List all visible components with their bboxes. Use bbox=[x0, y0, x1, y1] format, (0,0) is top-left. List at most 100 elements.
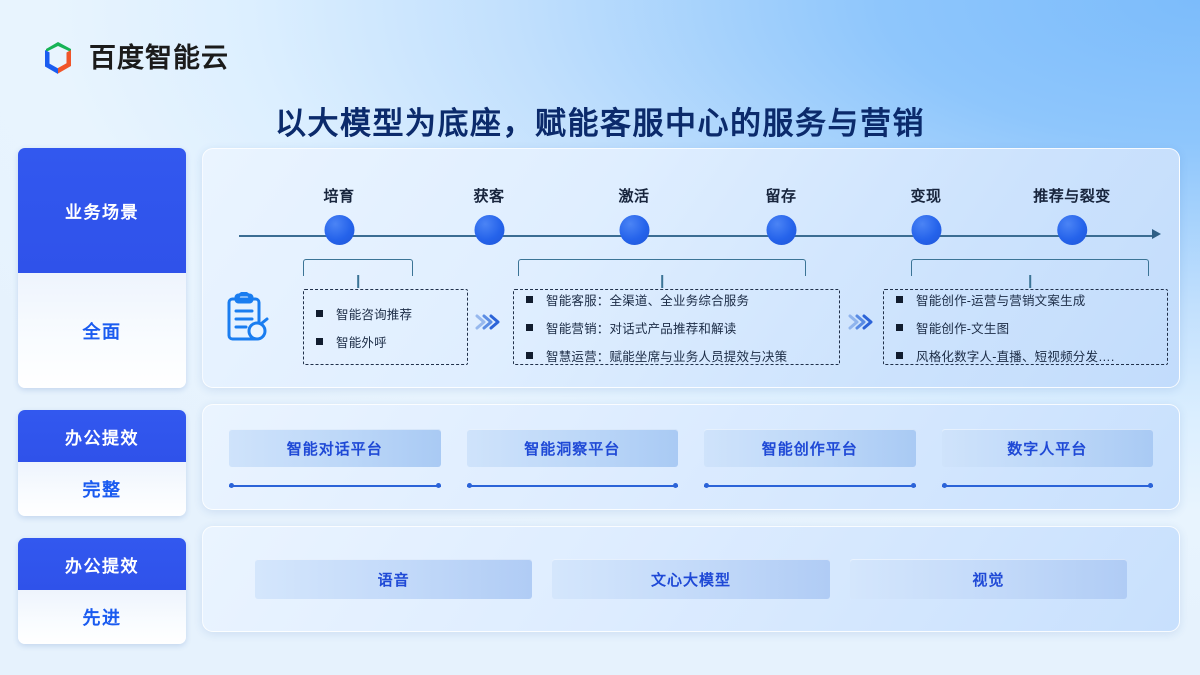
list-item: 智能创作-文生图 bbox=[896, 318, 1153, 337]
scenario-group-1: 智能客服：全渠道、全业务综合服务 智能营销：对话式产品推荐和解读 智慧运营：赋能… bbox=[513, 289, 840, 365]
platform-rule bbox=[229, 483, 441, 488]
timeline-node-0[interactable]: 培育 bbox=[323, 185, 354, 245]
platform-col-2: 智能创作平台 bbox=[704, 429, 916, 488]
sidebar-item-foundation-tag: 先进 bbox=[18, 590, 186, 644]
timeline-node-1[interactable]: 获客 bbox=[473, 185, 504, 245]
bullet-square-icon bbox=[316, 309, 323, 317]
rule-bar bbox=[704, 485, 916, 487]
bullet-square-icon bbox=[526, 323, 533, 331]
double-chevron-right-icon-0 bbox=[475, 313, 501, 331]
platform-col-3: 数字人平台 bbox=[941, 429, 1153, 488]
timeline-node-dot bbox=[618, 215, 649, 245]
clipboard-search-icon bbox=[225, 291, 271, 349]
foundation-panel: 语音 文心大模型 视觉 bbox=[202, 526, 1180, 632]
sidebar-item-scenarios-tag: 全面 bbox=[18, 273, 186, 388]
list-item: 智能客服：全渠道、全业务综合服务 bbox=[526, 290, 825, 309]
rule-cap-right bbox=[910, 483, 916, 488]
rule-bar bbox=[466, 485, 678, 487]
list-item: 风格化数字人-直播、短视频分发…. bbox=[896, 346, 1153, 365]
baidu-cloud-cube-logo-icon bbox=[38, 38, 78, 78]
timeline-node-4[interactable]: 变现 bbox=[910, 185, 941, 245]
group-bracket-2 bbox=[911, 259, 1149, 276]
brand-name: 百度智能云 bbox=[89, 42, 229, 73]
list-item: 智慧运营：赋能坐席与业务人员提效与决策 bbox=[526, 346, 825, 365]
bullet-square-icon bbox=[896, 323, 903, 331]
timeline-node-2[interactable]: 激活 bbox=[618, 185, 649, 245]
list-item-text: 智能外呼 bbox=[336, 335, 387, 350]
timeline-node-label: 留存 bbox=[765, 188, 797, 205]
foundation-card-speech[interactable]: 语音 bbox=[255, 559, 533, 599]
platform-rule bbox=[466, 483, 678, 488]
platform-col-1: 智能洞察平台 bbox=[466, 429, 678, 488]
rule-cap-left bbox=[704, 483, 709, 488]
sidebar-item-scenarios[interactable]: 业务场景 全面 bbox=[18, 148, 186, 388]
list-item-text: 智能咨询推荐 bbox=[336, 307, 413, 322]
scenario-group-0: 智能咨询推荐 智能外呼 bbox=[303, 289, 468, 365]
timeline-node-label: 激活 bbox=[618, 188, 650, 205]
platform-card-insight[interactable]: 智能洞察平台 bbox=[466, 429, 678, 467]
bullet-square-icon bbox=[896, 351, 903, 359]
page-title: 以大模型为底座，赋能客服中心的服务与营销 bbox=[275, 106, 925, 141]
list-item: 智能外呼 bbox=[316, 332, 453, 351]
arrow-right-icon bbox=[1152, 229, 1161, 239]
timeline-node-dot bbox=[910, 215, 941, 245]
timeline-node-label: 推荐与裂变 bbox=[1033, 188, 1111, 205]
rule-cap-right bbox=[673, 483, 678, 488]
rule-bar bbox=[941, 485, 1153, 487]
sidebar-item-scenarios-title: 业务场景 bbox=[18, 148, 186, 273]
platform-rule bbox=[704, 483, 916, 488]
double-chevron-right-icon-1 bbox=[848, 313, 874, 331]
rule-cap-right bbox=[435, 483, 441, 488]
list-item: 智能咨询推荐 bbox=[316, 304, 453, 323]
rule-cap-left bbox=[941, 483, 947, 488]
sidebar-item-foundation[interactable]: 办公提效 先进 bbox=[18, 538, 186, 644]
rule-cap-right bbox=[1148, 483, 1153, 488]
bullet-square-icon bbox=[316, 337, 323, 345]
scenario-group-2: 智能创作-运营与营销文案生成 智能创作-文生图 风格化数字人-直播、短视频分发…… bbox=[883, 289, 1168, 365]
group-bracket-1 bbox=[518, 259, 806, 276]
list-item-text: 风格化数字人-直播、短视频分发…. bbox=[916, 349, 1115, 364]
sidebar-item-platforms-title: 办公提效 bbox=[18, 410, 186, 462]
list-item-text: 智慧运营：赋能坐席与业务人员提效与决策 bbox=[546, 349, 788, 364]
group-bracket-0 bbox=[303, 259, 413, 276]
timeline-node-label: 变现 bbox=[910, 188, 942, 205]
foundation-card-row: 语音 文心大模型 视觉 bbox=[255, 559, 1127, 599]
list-item: 智能创作-运营与营销文案生成 bbox=[896, 290, 1153, 309]
scenario-timeline: 培育 获客 激活 留存 变现 推荐与裂变 bbox=[221, 185, 1167, 249]
sidebar: 业务场景 全面 办公提效 完整 办公提效 先进 bbox=[18, 148, 186, 666]
scenarios-panel: 培育 获客 激活 留存 变现 推荐与裂变 bbox=[202, 148, 1180, 388]
bullet-square-icon bbox=[896, 295, 903, 303]
timeline-node-5[interactable]: 推荐与裂变 bbox=[1033, 185, 1111, 245]
list-item-text: 智能营销：对话式产品推荐和解读 bbox=[546, 321, 737, 336]
platform-card-creation[interactable]: 智能创作平台 bbox=[704, 429, 916, 467]
timeline-node-3[interactable]: 留存 bbox=[765, 185, 796, 245]
timeline-node-dot bbox=[323, 215, 354, 245]
timeline-node-dot bbox=[473, 215, 504, 245]
rule-cap-left bbox=[466, 483, 472, 488]
list-item-text: 智能客服：全渠道、全业务综合服务 bbox=[546, 293, 750, 308]
platform-card-row: 智能对话平台 智能洞察平台 智能创作平台 数字人平台 bbox=[229, 429, 1153, 488]
platforms-panel: 智能对话平台 智能洞察平台 智能创作平台 数字人平台 bbox=[202, 404, 1180, 510]
list-item-text: 智能创作-运营与营销文案生成 bbox=[916, 293, 1086, 308]
rule-cap-left bbox=[229, 483, 234, 488]
sidebar-item-platforms[interactable]: 办公提效 完整 bbox=[18, 410, 186, 516]
bullet-square-icon bbox=[526, 295, 533, 303]
foundation-card-vision[interactable]: 视觉 bbox=[849, 559, 1127, 599]
list-item: 智能营销：对话式产品推荐和解读 bbox=[526, 318, 825, 337]
list-item-text: 智能创作-文生图 bbox=[916, 321, 1010, 336]
sidebar-item-foundation-title: 办公提效 bbox=[18, 538, 186, 590]
brand-logo: 百度智能云 bbox=[38, 38, 229, 78]
timeline-node-dot bbox=[765, 215, 796, 245]
platform-card-dialogue[interactable]: 智能对话平台 bbox=[229, 429, 441, 467]
timeline-node-label: 获客 bbox=[473, 188, 505, 205]
platform-col-0: 智能对话平台 bbox=[229, 429, 441, 488]
timeline-axis bbox=[239, 235, 1153, 237]
timeline-node-dot bbox=[1056, 215, 1087, 245]
timeline-node-label: 培育 bbox=[323, 188, 355, 205]
sidebar-item-platforms-tag: 完整 bbox=[18, 462, 186, 516]
foundation-card-ernie[interactable]: 文心大模型 bbox=[552, 559, 830, 599]
rule-bar bbox=[229, 485, 441, 487]
platform-rule bbox=[941, 483, 1153, 488]
bullet-square-icon bbox=[526, 351, 533, 359]
platform-card-digital-human[interactable]: 数字人平台 bbox=[941, 429, 1153, 467]
